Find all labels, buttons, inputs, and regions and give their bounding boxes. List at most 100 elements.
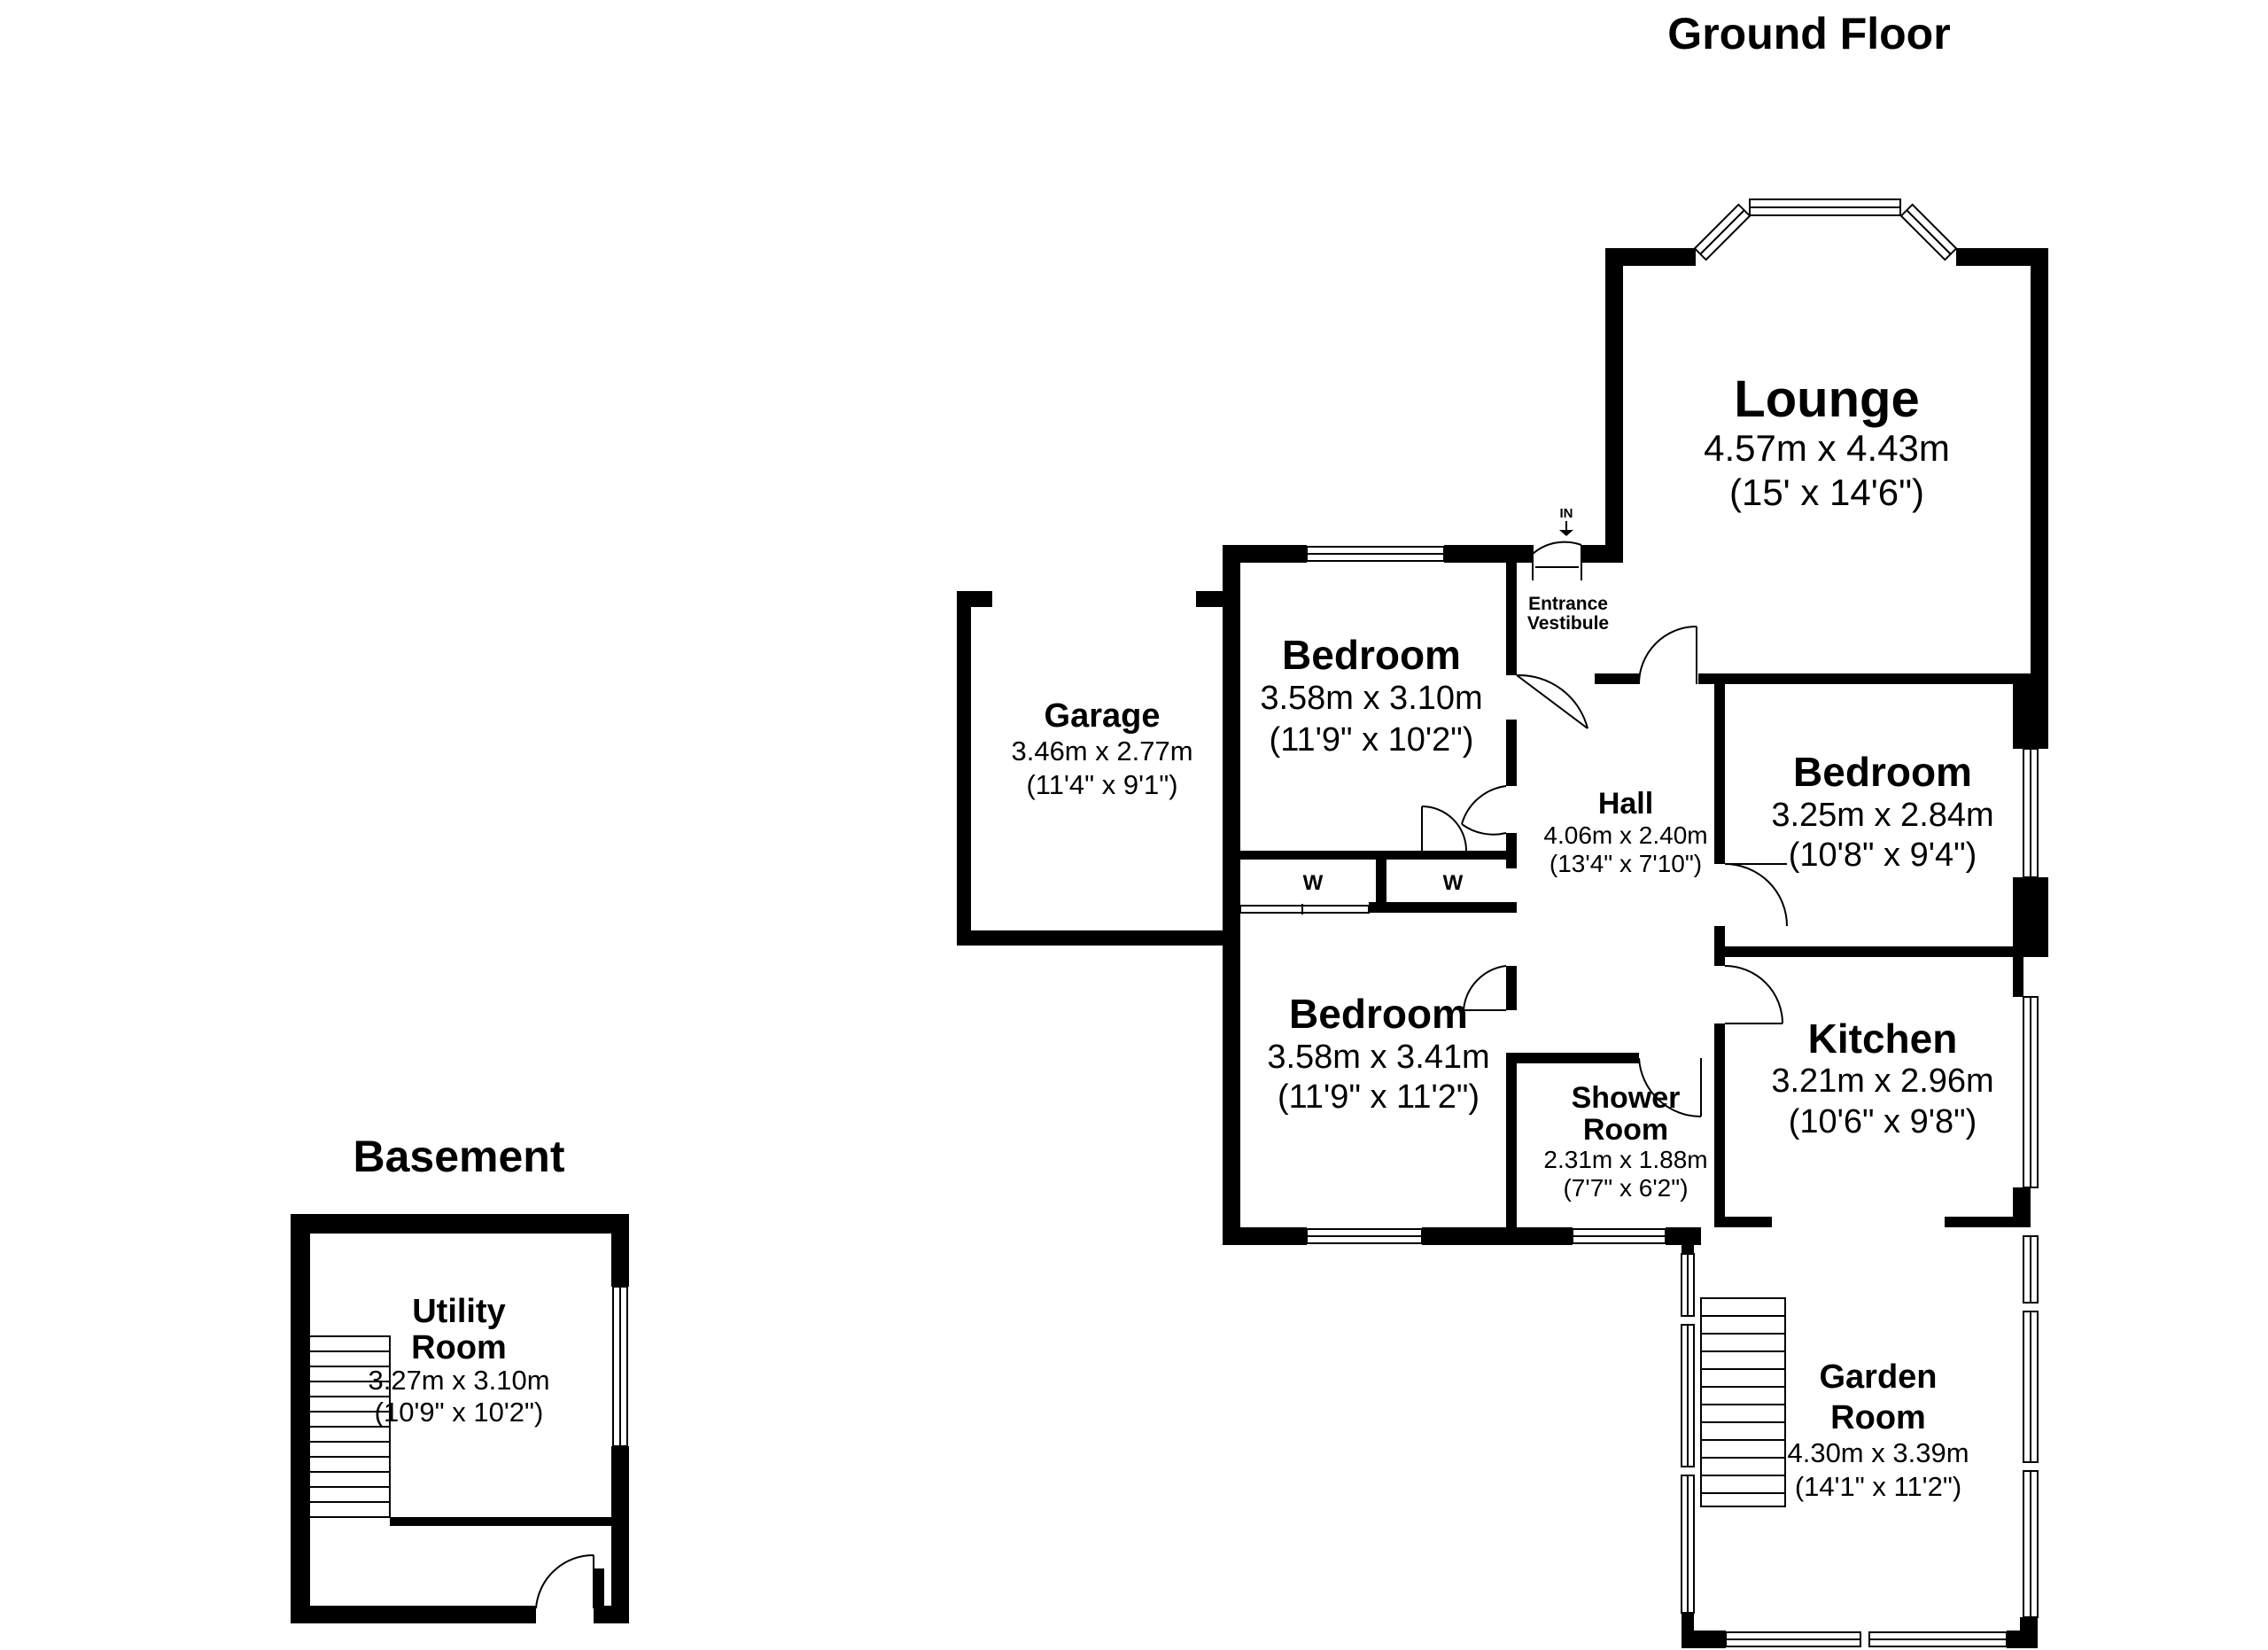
- wardrobe-wall-bottom-right: [1369, 902, 1517, 913]
- bedroom3-wall-bottom-right: [1422, 1227, 1573, 1245]
- bedroom1-metric: 3.58m x 3.10m: [1260, 680, 1482, 717]
- garage-wall-top-right: [1196, 591, 1223, 607]
- lounge-imperial: (15' x 14'6"): [1729, 471, 1924, 513]
- hall-metric: 4.06m x 2.40m: [1543, 821, 1707, 849]
- garage-wall-left: [957, 591, 971, 946]
- bedroom3-door: [1463, 965, 1507, 1011]
- bedroom1-wall-left: [1223, 545, 1240, 1227]
- lounge-wall-top-right: [1956, 248, 2048, 266]
- entry-marker: IN: [1560, 506, 1573, 521]
- garden-name-line2: Room: [1830, 1399, 1926, 1436]
- garden-room-stairs: [1700, 1297, 1786, 1507]
- wardrobe2-label: W: [1443, 871, 1464, 895]
- bedroom1-wall-right: [1506, 755, 1517, 786]
- utility-wall-bottom-right: [594, 1606, 629, 1623]
- lounge-bay-window-center: [1749, 198, 1901, 216]
- lounge-wall-bottom-right: [1698, 673, 2048, 684]
- hall-name: Hall: [1598, 787, 1653, 821]
- lounge-wall-bottom-left: [1595, 673, 1639, 684]
- bedroom1-wall-right-lower: [1506, 833, 1517, 868]
- wardrobe-sliding-door: [1239, 904, 1370, 915]
- bedroom2-window: [2023, 748, 2039, 878]
- vestibule-wall-top-right: [1581, 545, 1623, 563]
- utility-name-line2: Room: [411, 1329, 507, 1366]
- lounge-name: Lounge: [1734, 370, 1919, 428]
- bedroom1-imperial: (11'9" x 10'2"): [1270, 721, 1474, 759]
- hall-wall-right-top: [1714, 673, 1725, 864]
- bedroom2-wall-bottom: [1714, 946, 2048, 957]
- shower-wall-top: [1506, 1053, 1639, 1063]
- bedroom2-imperial: (10'8" x 9'4"): [1789, 837, 1977, 874]
- hall-wall-right-mid: [1714, 926, 1725, 966]
- utility-wall-right-bottom: [611, 1446, 629, 1623]
- utility-imperial: (10'9" x 10'2"): [375, 1397, 544, 1428]
- shower-window: [1572, 1228, 1666, 1244]
- entry-arrow-icon: [1559, 521, 1573, 536]
- wardrobe2-door: [1421, 806, 1467, 852]
- kitchen-name: Kitchen: [1808, 1016, 1958, 1062]
- utility-door: [535, 1553, 594, 1609]
- lounge-wall-left: [1605, 248, 1623, 560]
- vestibule-name-line1: Entrance: [1528, 594, 1608, 614]
- bedroom3-name: Bedroom: [1289, 991, 1468, 1037]
- garden-window-left-3: [1681, 1475, 1695, 1614]
- ground-floor-doors: [1421, 541, 1788, 1118]
- shower-imperial: (7'7" x 6'2"): [1563, 1174, 1688, 1202]
- utility-wall-bottom-left: [291, 1606, 536, 1623]
- basement-doors: [535, 1553, 594, 1609]
- kitchen-wall-bottom-left: [1714, 1217, 1772, 1227]
- shower-metric: 2.31m x 1.88m: [1543, 1146, 1707, 1173]
- shower-wall-right: [1714, 1063, 1725, 1227]
- vestibule-hall-door: [1516, 673, 1588, 729]
- garden-wall-right-bottom: [2020, 1617, 2038, 1648]
- garden-window-left-1: [1681, 1253, 1695, 1317]
- shower-name-line1: Shower: [1572, 1081, 1681, 1115]
- garden-window-right-3: [2023, 1470, 2039, 1618]
- garden-imperial: (14'1" x 11'2"): [1795, 1471, 1961, 1502]
- garage-imperial: (11'4" x 9'1"): [1026, 769, 1177, 800]
- lounge-wall-right: [2031, 248, 2048, 682]
- garden-window-left-2: [1681, 1324, 1695, 1467]
- kitchen-imperial: (10'6" x 9'8"): [1789, 1103, 1977, 1140]
- bedroom1-window: [1306, 546, 1445, 562]
- bedroom1-wall-top-right: [1444, 545, 1533, 563]
- utility-window: [612, 1286, 628, 1447]
- kitchen-wall-right-top: [2013, 957, 2023, 997]
- vestibule-name-line2: Vestibule: [1527, 613, 1609, 634]
- bedroom2-wall-right-bottom: [2013, 877, 2048, 957]
- ground-floor-windows: [1239, 198, 2039, 1647]
- bedroom3-window: [1306, 1228, 1423, 1244]
- garden-wall-bottom-left: [1682, 1631, 1726, 1648]
- shower-name-line2: Room: [1583, 1113, 1668, 1147]
- bedroom3-wall-right-upper: [1506, 966, 1517, 1010]
- kitchen-wall-bottom-right: [1945, 1217, 2031, 1227]
- bedroom2-wall-right-top: [2013, 682, 2048, 749]
- garage-wall-bottom: [957, 930, 1240, 946]
- garden-name-line1: Garden: [1819, 1358, 1937, 1396]
- kitchen-door: [1724, 965, 1783, 1024]
- ground-floor-walls: [957, 248, 2048, 1648]
- lounge-metric: 4.57m x 4.43m: [1704, 427, 1950, 469]
- entrance-door: [1532, 541, 1582, 580]
- lounge-wall-top-left: [1605, 248, 1696, 266]
- utility-wall-right-top: [611, 1214, 629, 1287]
- garden-metric: 4.30m x 3.39m: [1787, 1437, 1969, 1468]
- lounge-bay-window-right: [1899, 203, 1958, 261]
- utility-metric: 3.27m x 3.10m: [368, 1365, 549, 1396]
- bedroom2-metric: 3.25m x 2.84m: [1771, 797, 1993, 834]
- ground-floor-title: Ground Floor: [1667, 9, 1950, 58]
- garage-metric: 3.46m x 2.77m: [1011, 735, 1192, 767]
- lounge-door: [1638, 626, 1697, 685]
- utility-door-jamb: [594, 1568, 604, 1608]
- garden-window-bottom-2: [1868, 1631, 2008, 1647]
- kitchen-window: [2023, 996, 2039, 1188]
- basement-windows: [612, 1286, 628, 1447]
- bedroom3-imperial: (11'9" x 11'2"): [1278, 1078, 1480, 1116]
- utility-wall-left: [291, 1214, 310, 1623]
- wardrobe-wall-top: [1240, 851, 1506, 860]
- wardrobe-divider: [1376, 851, 1386, 913]
- vestibule-wall-left-bottom: [1506, 720, 1517, 755]
- vestibule-wall-left-top: [1506, 563, 1517, 675]
- bedroom3-wall-right: [1506, 1055, 1517, 1227]
